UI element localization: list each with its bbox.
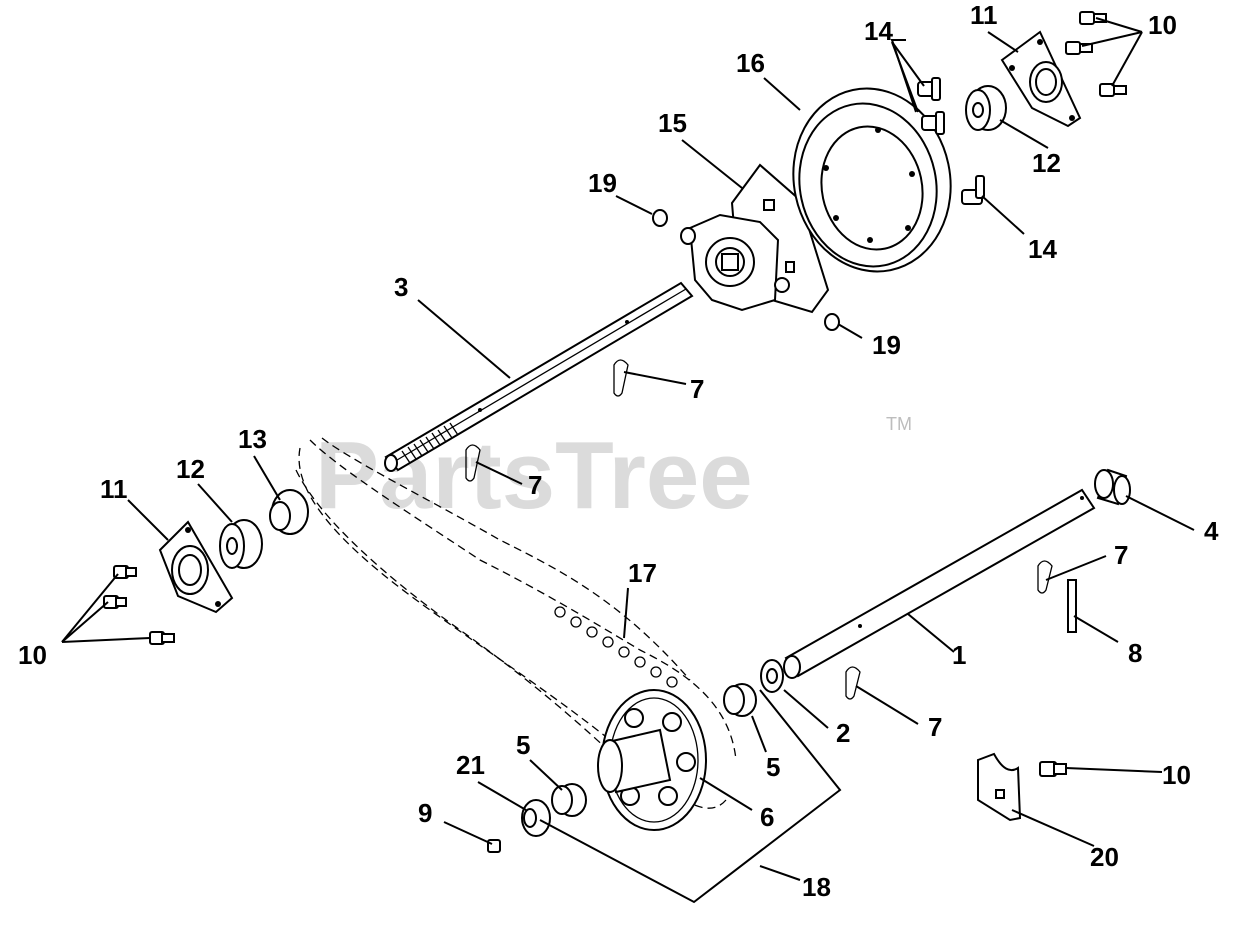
- callout-11-left: 11: [100, 474, 128, 504]
- drive-disc-part: [792, 87, 952, 273]
- callout-7-right: 7: [1114, 540, 1128, 570]
- callout-7-middle: 7: [528, 470, 542, 500]
- callout-1: 1: [952, 640, 966, 670]
- bearing-part-upper: [965, 85, 1007, 131]
- bushing-5-part-right: [723, 683, 757, 717]
- clip-part-a: [613, 359, 629, 397]
- callout-10-left: 10: [18, 640, 47, 670]
- key-part: [1067, 579, 1077, 633]
- callout-9: 9: [418, 798, 432, 828]
- sprocket-gear-part: [597, 689, 707, 831]
- small-sprocket-part: [269, 489, 309, 535]
- callout-21: 21: [456, 750, 485, 780]
- washer-part-lower: [824, 313, 840, 331]
- callout-19-upper: 19: [588, 168, 617, 198]
- callout-2: 2: [836, 718, 850, 748]
- callout-10-lower: 10: [1162, 760, 1191, 790]
- flange-part-left: [158, 520, 234, 614]
- bolt-part-left-c: [149, 631, 175, 645]
- callout-15: 15: [658, 108, 687, 138]
- bolt-part-upper-c: [1099, 83, 1127, 97]
- bushing-5-part-left: [551, 783, 587, 817]
- thrust-washer-part: [760, 659, 784, 693]
- clip-part-b: [465, 444, 481, 482]
- callout-7-upper: 7: [690, 374, 704, 404]
- bearing-part-lower: [521, 799, 551, 837]
- callout-14-lower: 14: [1028, 234, 1057, 264]
- callout-18: 18: [802, 872, 831, 902]
- stud-part-upper-b: [921, 111, 945, 135]
- callout-12-left: 12: [176, 454, 205, 484]
- callout-14-upper: 14: [864, 16, 893, 46]
- clip-part-c: [1037, 560, 1053, 594]
- lower-shaft-part: [783, 488, 1096, 679]
- bearing-part-left: [219, 519, 263, 569]
- callout-5-right: 5: [766, 752, 780, 782]
- callout-11-upper: 11: [970, 0, 998, 30]
- clip-part-d: [845, 666, 861, 700]
- callout-7-lower: 7: [928, 712, 942, 742]
- stud-part-lower: [961, 175, 985, 205]
- callout-10-upper: 10: [1148, 10, 1177, 40]
- leader-lines: [61, 17, 1195, 904]
- callout-19-lower: 19: [872, 330, 901, 360]
- washer-part-upper: [652, 209, 668, 227]
- callout-3: 3: [394, 272, 408, 302]
- watermark-text: PartsTree: [315, 422, 753, 529]
- callout-13: 13: [238, 424, 267, 454]
- bracket-part: [977, 752, 1022, 822]
- bolt-part-left-b: [103, 595, 127, 609]
- axle-shaft-part: [384, 281, 694, 472]
- callout-6: 6: [760, 802, 774, 832]
- callout-5-left: 5: [516, 730, 530, 760]
- bolt-part-upper-a: [1079, 11, 1107, 25]
- callout-17: 17: [628, 558, 657, 588]
- bolt-part-lower-right: [1039, 761, 1067, 777]
- callout-16: 16: [736, 48, 765, 78]
- callout-4: 4: [1204, 516, 1219, 546]
- drive-chain-part: [295, 437, 737, 809]
- gearbox-housing-part: [680, 163, 830, 314]
- callout-labels: 1 2 3 4 5 5 6 7 7 7 7 8 9 10 10 10 11 11…: [18, 0, 1219, 902]
- bolt-part-upper-b: [1065, 41, 1093, 55]
- watermark-trademark: TM: [886, 414, 912, 434]
- screw-part: [487, 839, 501, 853]
- callout-12-upper: 12: [1032, 148, 1061, 178]
- flange-part-upper: [1000, 30, 1082, 128]
- bushing-part: [1094, 468, 1131, 506]
- callout-20: 20: [1090, 842, 1119, 872]
- callout-8: 8: [1128, 638, 1142, 668]
